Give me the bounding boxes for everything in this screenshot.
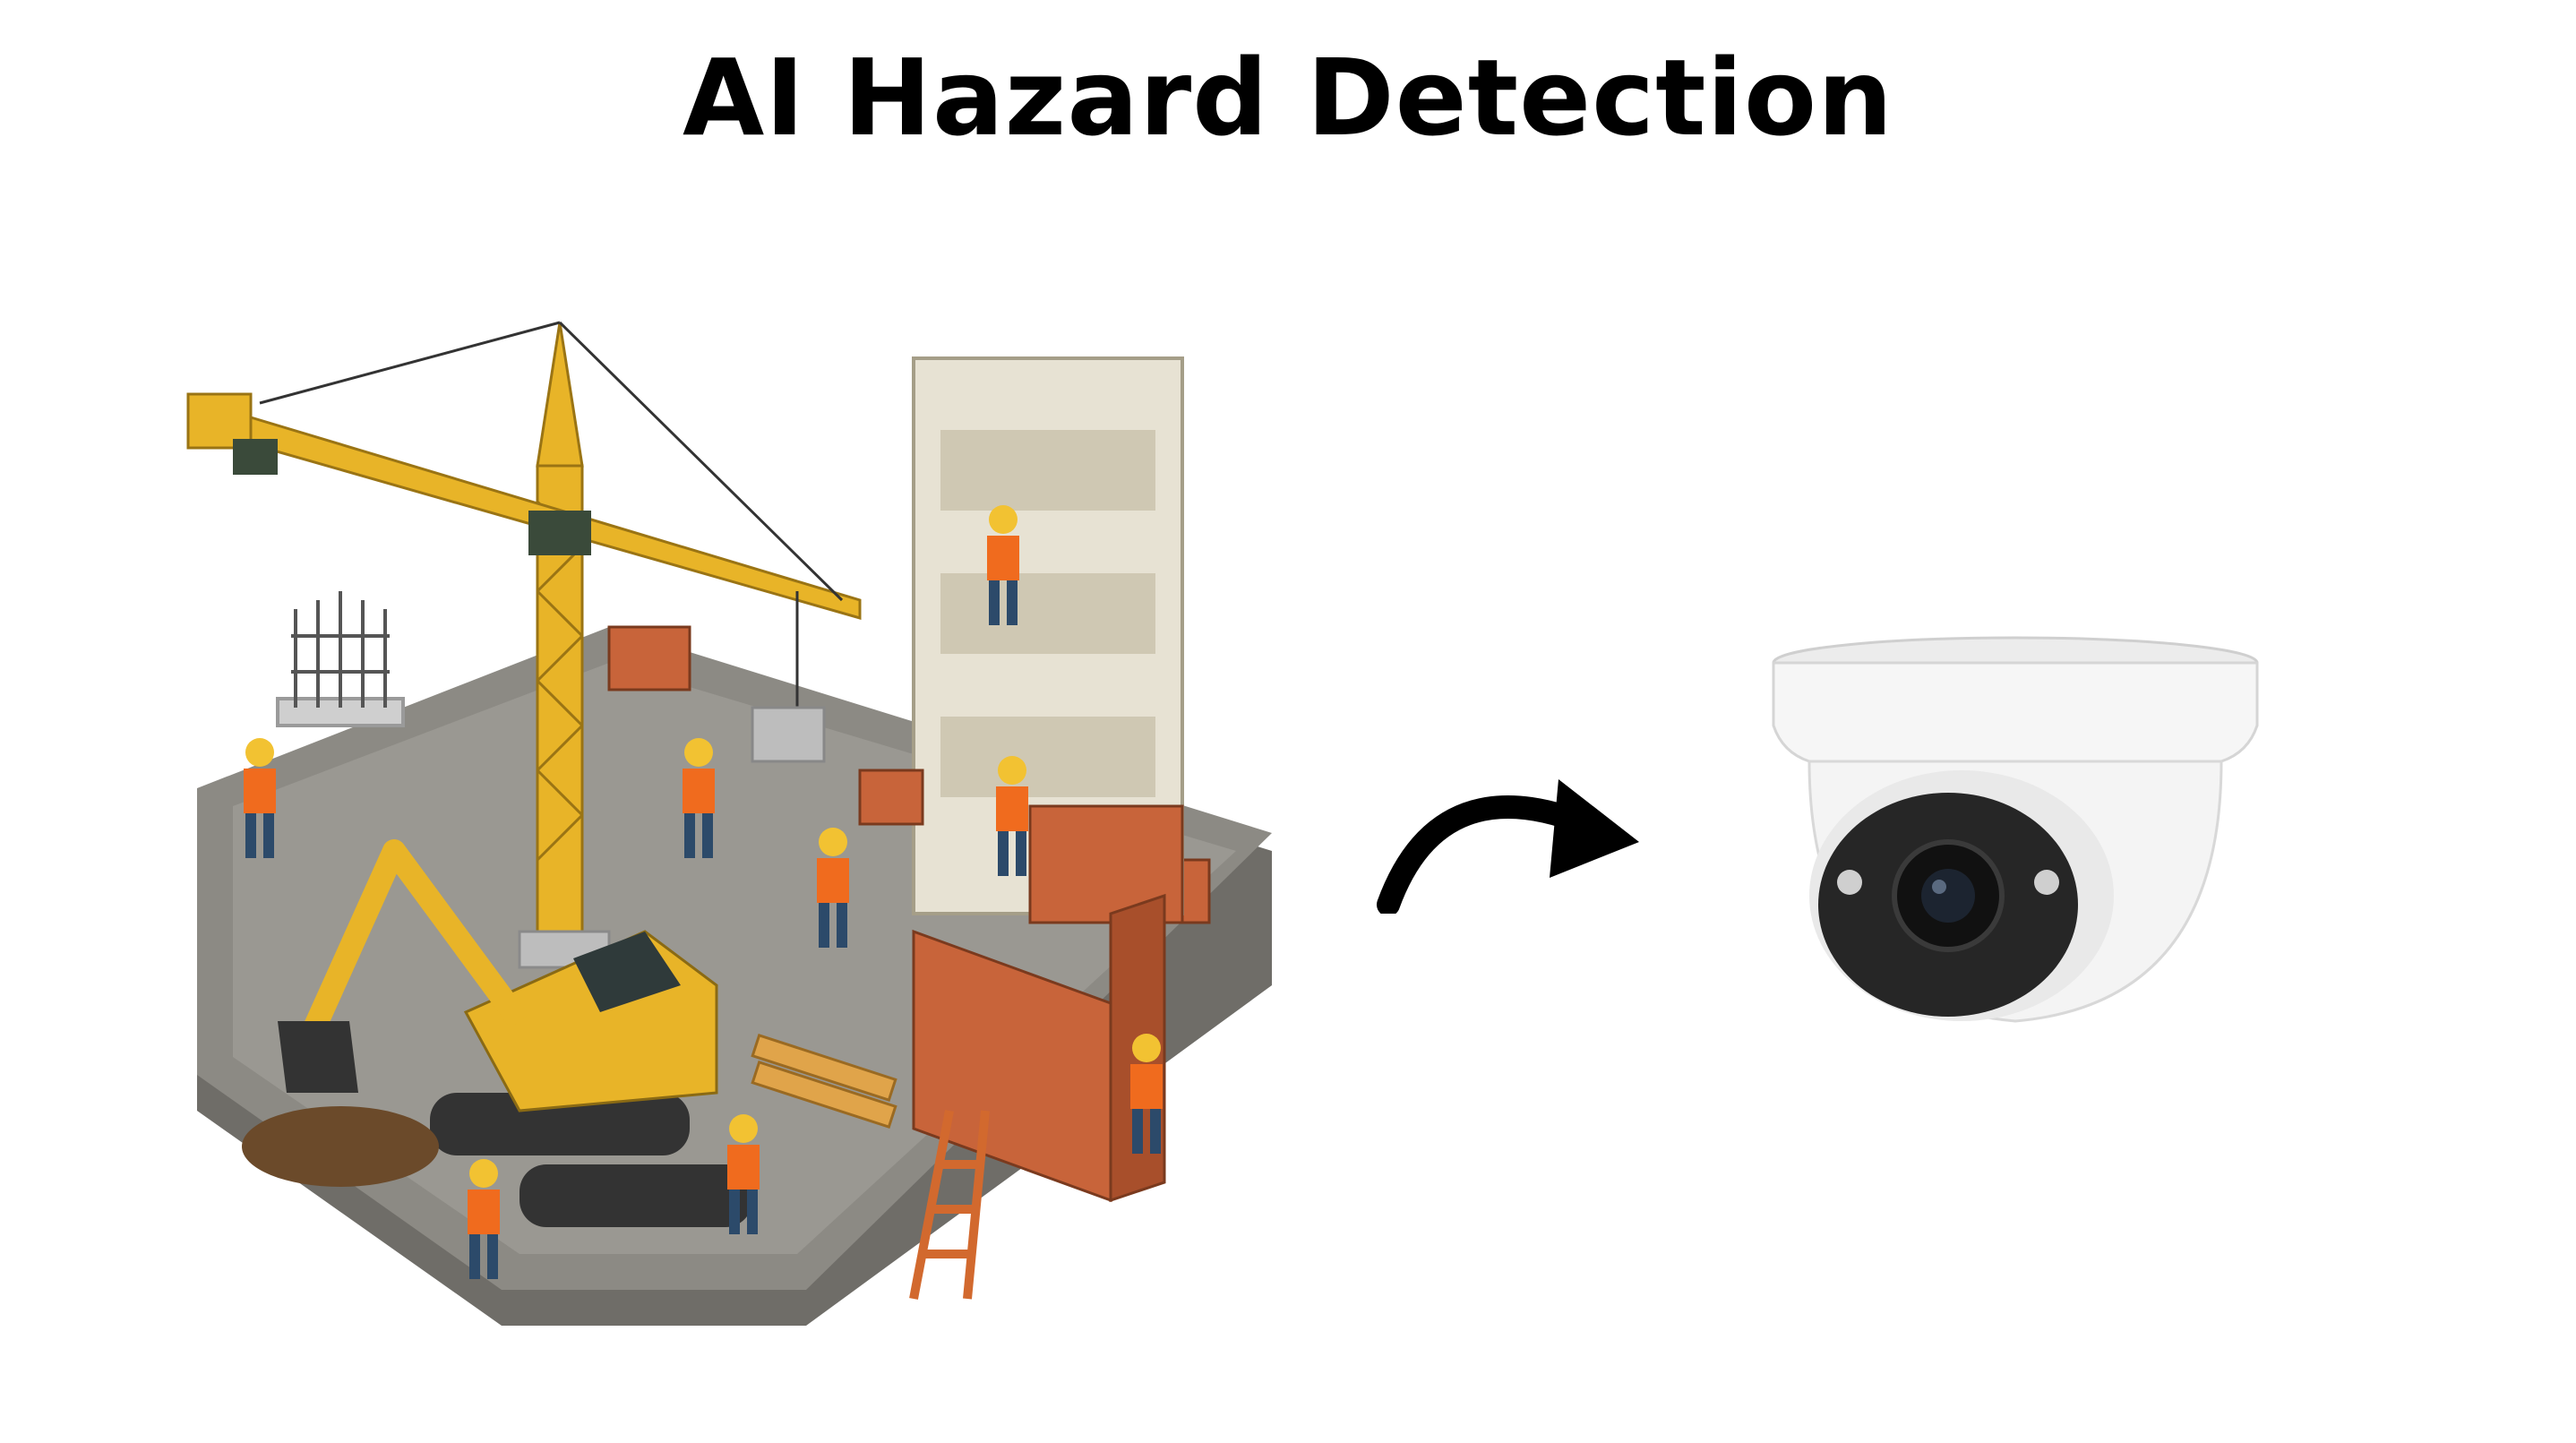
worker	[987, 505, 1019, 625]
worker	[683, 738, 715, 858]
curved-arrow-icon	[1377, 779, 1639, 914]
building-frame	[858, 356, 1184, 924]
worker	[1130, 1034, 1163, 1154]
excavator	[242, 839, 752, 1227]
worker	[817, 828, 849, 948]
ladder	[909, 1110, 990, 1300]
page-title: AI Hazard Detection	[682, 36, 1894, 159]
worker	[727, 1114, 760, 1234]
construction-site-illustration	[186, 321, 1272, 1326]
worker	[996, 756, 1028, 876]
tower-crane	[186, 321, 862, 969]
worker	[468, 1159, 500, 1279]
rebar-cage	[276, 591, 405, 727]
dome-security-camera	[1772, 636, 2259, 1023]
worker	[244, 738, 276, 858]
workers	[244, 505, 1163, 1279]
lumber-stack	[751, 1033, 897, 1129]
